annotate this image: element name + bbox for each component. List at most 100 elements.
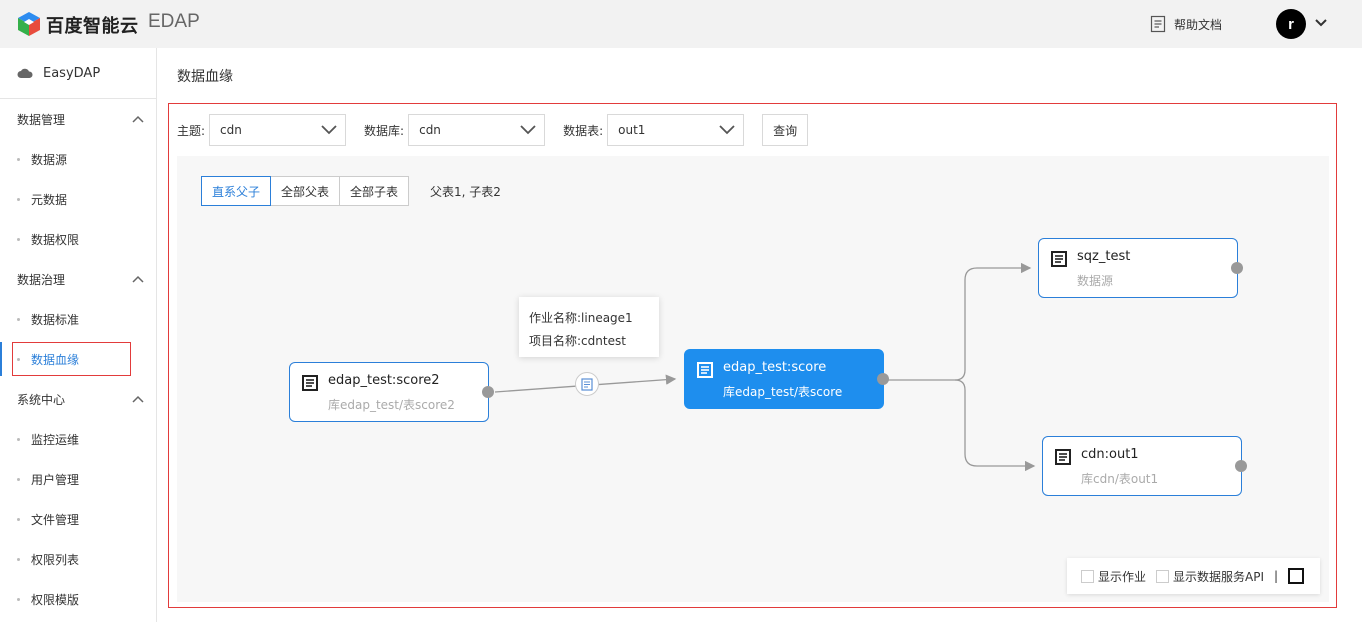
sidebar-group-system-center[interactable]: 系统中心 bbox=[0, 379, 156, 419]
node-title: edap_test:score2 bbox=[328, 373, 440, 388]
sidebar-item-data-lineage[interactable]: 数据血缘 bbox=[0, 339, 156, 379]
bullet-icon bbox=[17, 598, 20, 601]
show-api-checkbox[interactable] bbox=[1156, 569, 1170, 583]
baidu-cloud-logo-icon[interactable] bbox=[16, 11, 42, 37]
subject-label: 主题: bbox=[177, 123, 206, 138]
lineage-node-child-sqz-test[interactable]: sqz_test 数据源 bbox=[1038, 238, 1243, 298]
bullet-icon bbox=[17, 518, 20, 521]
app-name: EasyDAP bbox=[43, 65, 101, 81]
sidebar-item-user-management[interactable]: 用户管理 bbox=[0, 459, 156, 499]
lineage-canvas[interactable]: 直系父子 全部父表 全部子表 父表1, 子表2 edap_test:score2 bbox=[177, 156, 1329, 602]
tooltip-project-name: 项目名称:cdntest bbox=[529, 334, 626, 348]
sidebar-app-title[interactable]: EasyDAP bbox=[0, 48, 156, 99]
separator: | bbox=[1274, 569, 1279, 583]
chevron-down-icon bbox=[719, 125, 735, 135]
node-title: edap_test:score bbox=[723, 360, 827, 375]
sidebar-item-label: 数据标准 bbox=[31, 312, 80, 327]
lineage-summary: 父表1, 子表2 bbox=[430, 185, 501, 199]
sidebar-item-label: 权限列表 bbox=[31, 552, 80, 567]
table-select[interactable]: out1 bbox=[607, 114, 745, 146]
table-icon bbox=[302, 375, 318, 391]
node-port[interactable] bbox=[877, 373, 889, 385]
database-select[interactable]: cdn bbox=[408, 114, 546, 146]
chevron-down-icon[interactable] bbox=[1314, 16, 1328, 30]
lineage-node-center[interactable]: edap_test:score 库edap_test/表score bbox=[684, 349, 889, 409]
view-mode-tabs: 直系父子 全部父表 全部子表 bbox=[201, 176, 410, 206]
node-subtitle: 库edap_test/表score2 bbox=[328, 398, 455, 412]
bullet-icon bbox=[17, 438, 20, 441]
node-port[interactable] bbox=[1235, 460, 1247, 472]
page-title: 数据血缘 bbox=[177, 69, 233, 85]
sidebar-item-permission-template[interactable]: 权限模版 bbox=[0, 579, 156, 619]
sidebar-item-permission-list[interactable]: 权限列表 bbox=[0, 539, 156, 579]
bullet-icon bbox=[17, 158, 20, 161]
chevron-up-icon bbox=[132, 275, 144, 283]
show-api-label: 显示数据服务API bbox=[1173, 569, 1265, 584]
user-avatar[interactable]: r bbox=[1276, 9, 1306, 39]
job-icon bbox=[581, 377, 593, 391]
fit-view-icon[interactable] bbox=[1288, 568, 1305, 584]
sidebar-group-data-governance[interactable]: 数据治理 bbox=[0, 259, 156, 299]
table-value: out1 bbox=[618, 123, 646, 137]
brand-name: 百度智能云 bbox=[46, 16, 139, 37]
sidebar-item-label: 数据源 bbox=[31, 152, 68, 167]
chevron-down-icon bbox=[321, 125, 337, 135]
cloud-icon bbox=[17, 68, 33, 78]
node-subtitle: 数据源 bbox=[1077, 274, 1114, 288]
node-title: sqz_test bbox=[1077, 249, 1131, 264]
sidebar-group-label: 数据治理 bbox=[17, 272, 66, 287]
sidebar-group-label: 数据管理 bbox=[17, 112, 66, 127]
node-port[interactable] bbox=[482, 386, 494, 398]
lineage-node-child-cdn-out1[interactable]: cdn:out1 库cdn/表out1 bbox=[1042, 436, 1247, 496]
node-subtitle: 库cdn/表out1 bbox=[1081, 472, 1159, 486]
active-indicator bbox=[0, 342, 2, 376]
bullet-icon bbox=[17, 358, 20, 361]
job-node[interactable] bbox=[575, 372, 599, 396]
sidebar-item-metadata[interactable]: 元数据 bbox=[0, 179, 156, 219]
sidebar-item-file-management[interactable]: 文件管理 bbox=[0, 499, 156, 539]
tab-direct-parent-child[interactable]: 直系父子 bbox=[201, 176, 272, 206]
bullet-icon bbox=[17, 558, 20, 561]
chevron-down-icon bbox=[520, 125, 536, 135]
show-jobs-checkbox[interactable] bbox=[1081, 569, 1094, 583]
table-icon bbox=[1055, 449, 1071, 465]
sidebar-item-datasource[interactable]: 数据源 bbox=[0, 139, 156, 179]
sidebar-item-data-permission[interactable]: 数据权限 bbox=[0, 219, 156, 259]
subject-value: cdn bbox=[220, 123, 242, 137]
product-name: EDAP bbox=[148, 11, 200, 32]
node-port[interactable] bbox=[1231, 262, 1243, 274]
database-value: cdn bbox=[419, 123, 441, 137]
bullet-icon bbox=[17, 198, 20, 201]
sidebar-item-data-standard[interactable]: 数据标准 bbox=[0, 299, 156, 339]
sidebar-item-label: 元数据 bbox=[31, 192, 68, 207]
table-icon bbox=[1051, 251, 1067, 267]
lineage-node-parent[interactable]: edap_test:score2 库edap_test/表score2 bbox=[289, 362, 494, 422]
sidebar-item-label: 文件管理 bbox=[31, 512, 80, 527]
sidebar-item-label: 数据权限 bbox=[31, 232, 80, 247]
sidebar-item-label: 用户管理 bbox=[31, 472, 80, 487]
top-header: 百度智能云 EDAP 帮助文档 r bbox=[0, 0, 1362, 48]
highlight-box bbox=[12, 342, 131, 376]
sidebar-group-data-management[interactable]: 数据管理 bbox=[0, 99, 156, 139]
tab-all-children[interactable]: 全部子表 bbox=[339, 176, 410, 206]
help-docs-link[interactable]: 帮助文档 bbox=[1150, 14, 1222, 34]
subject-select[interactable]: cdn bbox=[209, 114, 347, 146]
job-tooltip: 作业名称:lineage1 项目名称:cdntest bbox=[519, 297, 659, 357]
sidebar-item-label: 权限模版 bbox=[31, 592, 80, 607]
filter-bar: 主题: cdn 数据库: cdn 数据表: out1 查询 bbox=[177, 114, 809, 146]
tooltip-job-name: 作业名称:lineage1 bbox=[529, 311, 633, 325]
chevron-up-icon bbox=[132, 395, 144, 403]
sidebar-group-label: 系统中心 bbox=[17, 392, 66, 407]
database-label: 数据库: bbox=[364, 123, 405, 138]
chevron-up-icon bbox=[132, 115, 144, 123]
bullet-icon bbox=[17, 238, 20, 241]
edge-center-to-child1 bbox=[887, 262, 1032, 381]
edge-center-to-child2 bbox=[954, 379, 1036, 472]
node-title: cdn:out1 bbox=[1081, 447, 1139, 462]
sidebar-item-monitoring[interactable]: 监控运维 bbox=[0, 419, 156, 459]
bullet-icon bbox=[17, 478, 20, 481]
bullet-icon bbox=[17, 318, 20, 321]
sidebar-item-label: 数据血缘 bbox=[31, 352, 80, 367]
table-icon bbox=[697, 362, 713, 378]
query-button[interactable]: 查询 bbox=[762, 114, 809, 146]
